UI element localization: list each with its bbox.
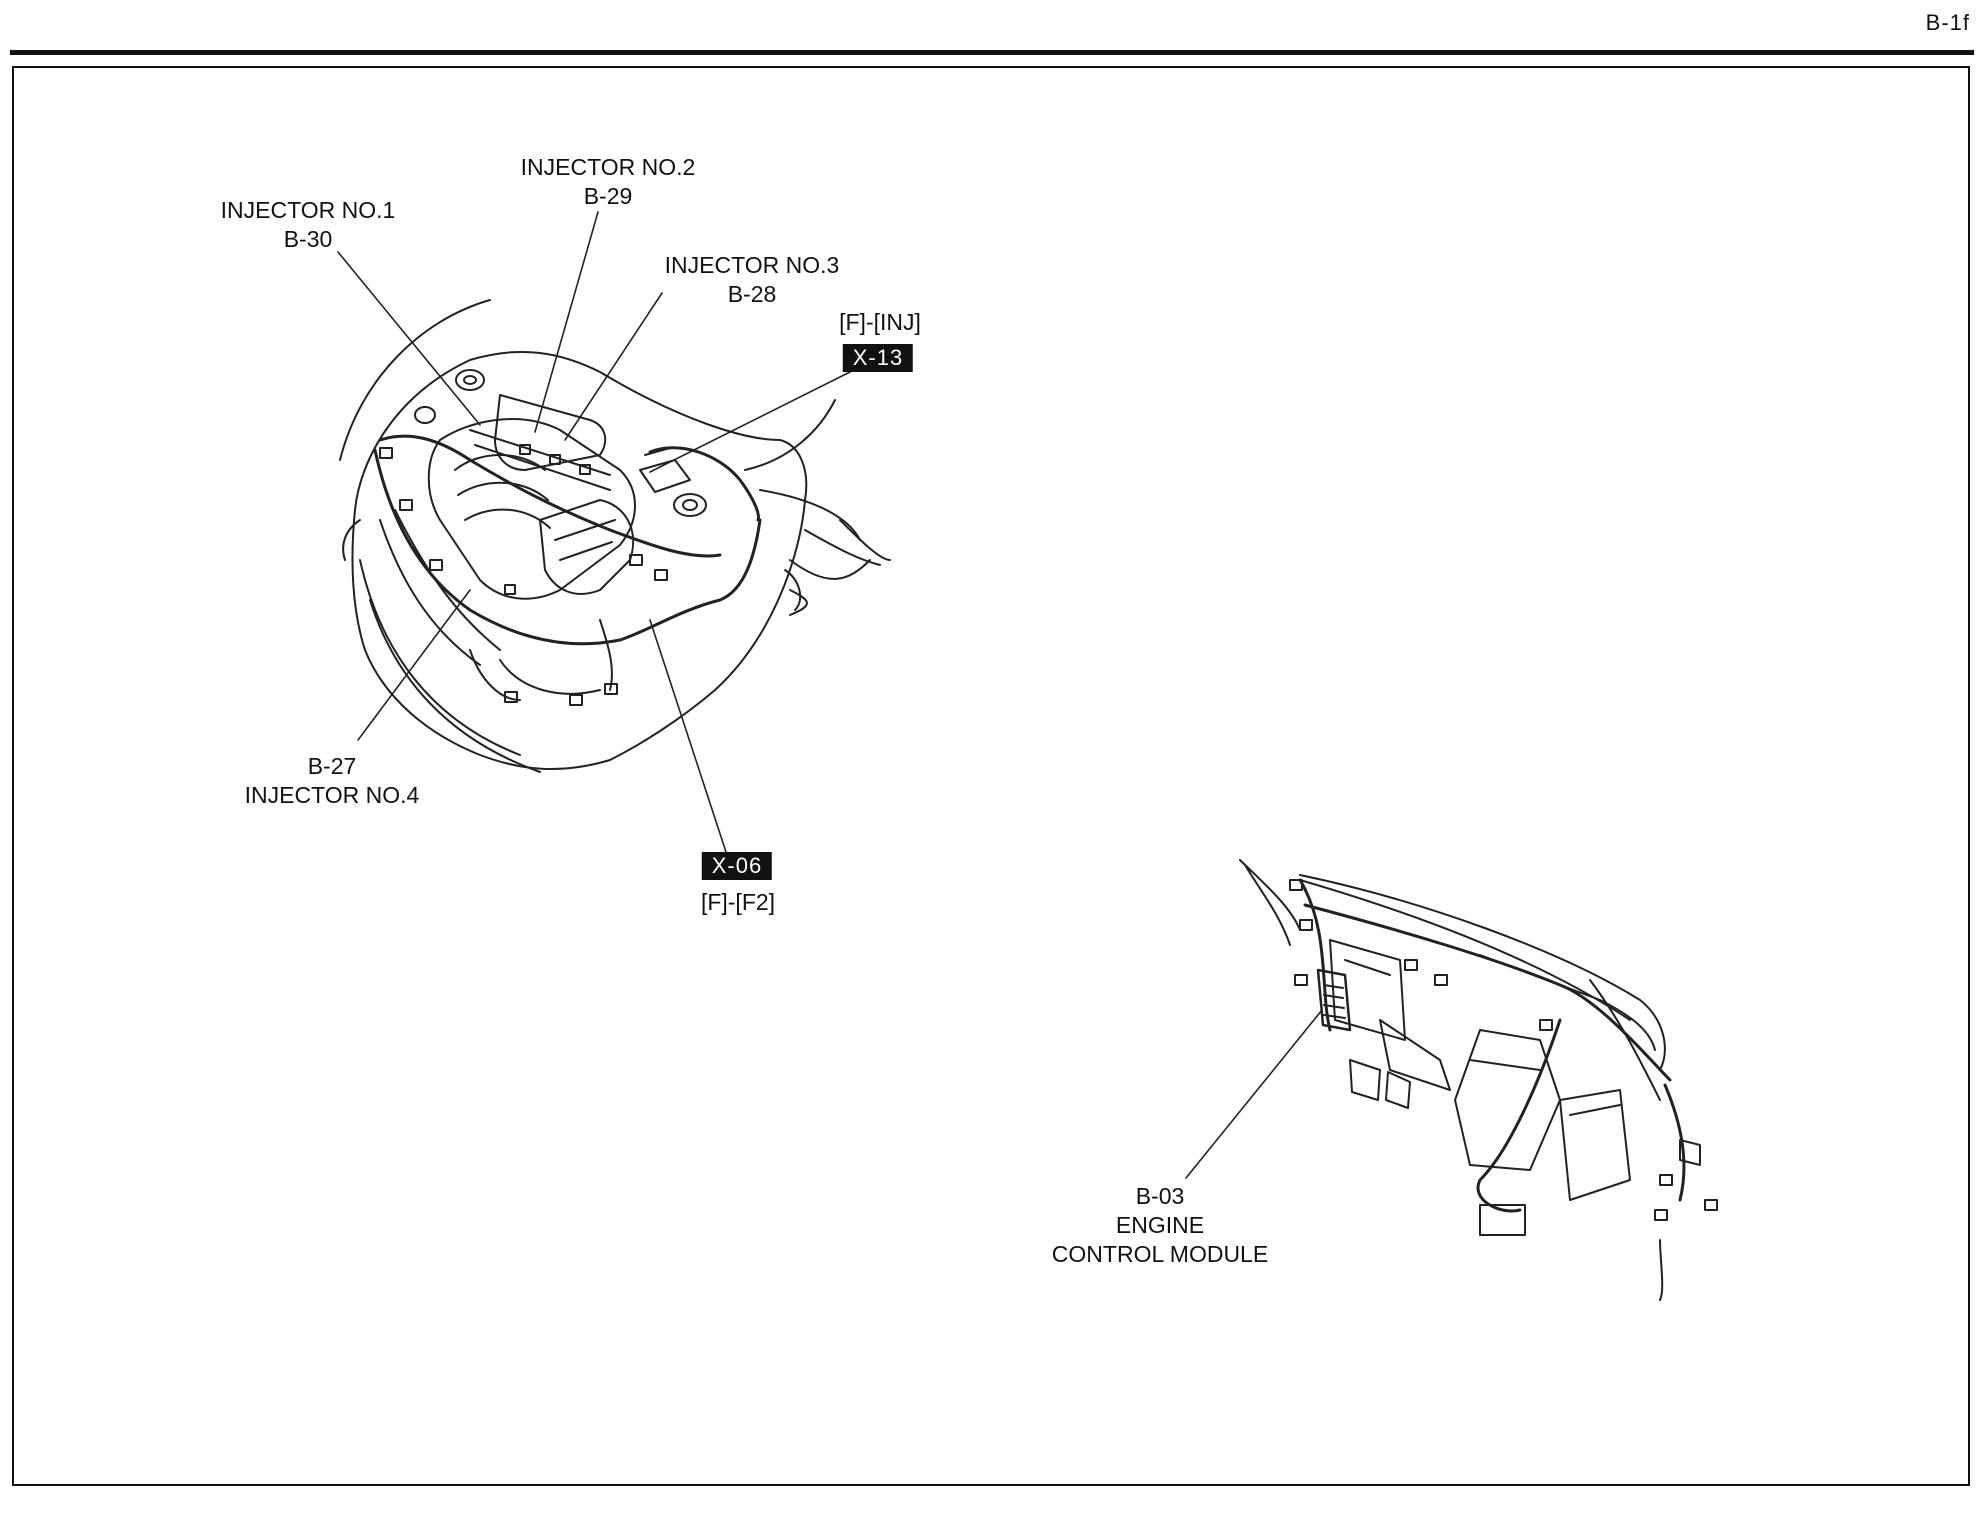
- injector-4-code: B-27: [307, 753, 357, 779]
- ecm-name-line1: ENGINE: [1115, 1212, 1205, 1238]
- injector-4-callout: B-27 INJECTOR NO.4: [245, 752, 420, 810]
- page-id: B-1f: [1925, 10, 1970, 35]
- injector-2-name: INJECTOR NO.2: [520, 154, 696, 180]
- injector-3-callout: INJECTOR NO.3 B-28: [665, 251, 840, 309]
- diagram-frame: [12, 66, 1970, 1486]
- injector-4-name: INJECTOR NO.4: [244, 782, 420, 808]
- engine-bay-illustration: [339, 299, 891, 773]
- top-rule: [10, 50, 1974, 55]
- ecm-name-line2: CONTROL MODULE: [1051, 1241, 1269, 1267]
- injector-3-code: B-28: [727, 281, 777, 307]
- dashboard-illustration: [1239, 859, 1718, 1301]
- injector-1-callout: INJECTOR NO.1 B-30: [221, 196, 396, 254]
- connector-x13-tag: X-13: [842, 344, 914, 372]
- injector-1-code: B-30: [283, 226, 333, 252]
- connector-x13-ref: [F]-[INJ]: [839, 309, 921, 335]
- injector-3-name: INJECTOR NO.3: [664, 252, 840, 278]
- leader-lines: [337, 211, 1323, 1179]
- connector-x06-tag: X-06: [701, 852, 773, 880]
- injector-1-name: INJECTOR NO.1: [220, 197, 396, 223]
- ecm-callout: B-03 ENGINE CONTROL MODULE: [1052, 1182, 1268, 1269]
- injector-2-code: B-29: [583, 183, 633, 209]
- injector-2-callout: INJECTOR NO.2 B-29: [521, 153, 696, 211]
- ecm-code: B-03: [1135, 1183, 1185, 1209]
- connector-x06-ref: [F]-[F2]: [700, 889, 776, 915]
